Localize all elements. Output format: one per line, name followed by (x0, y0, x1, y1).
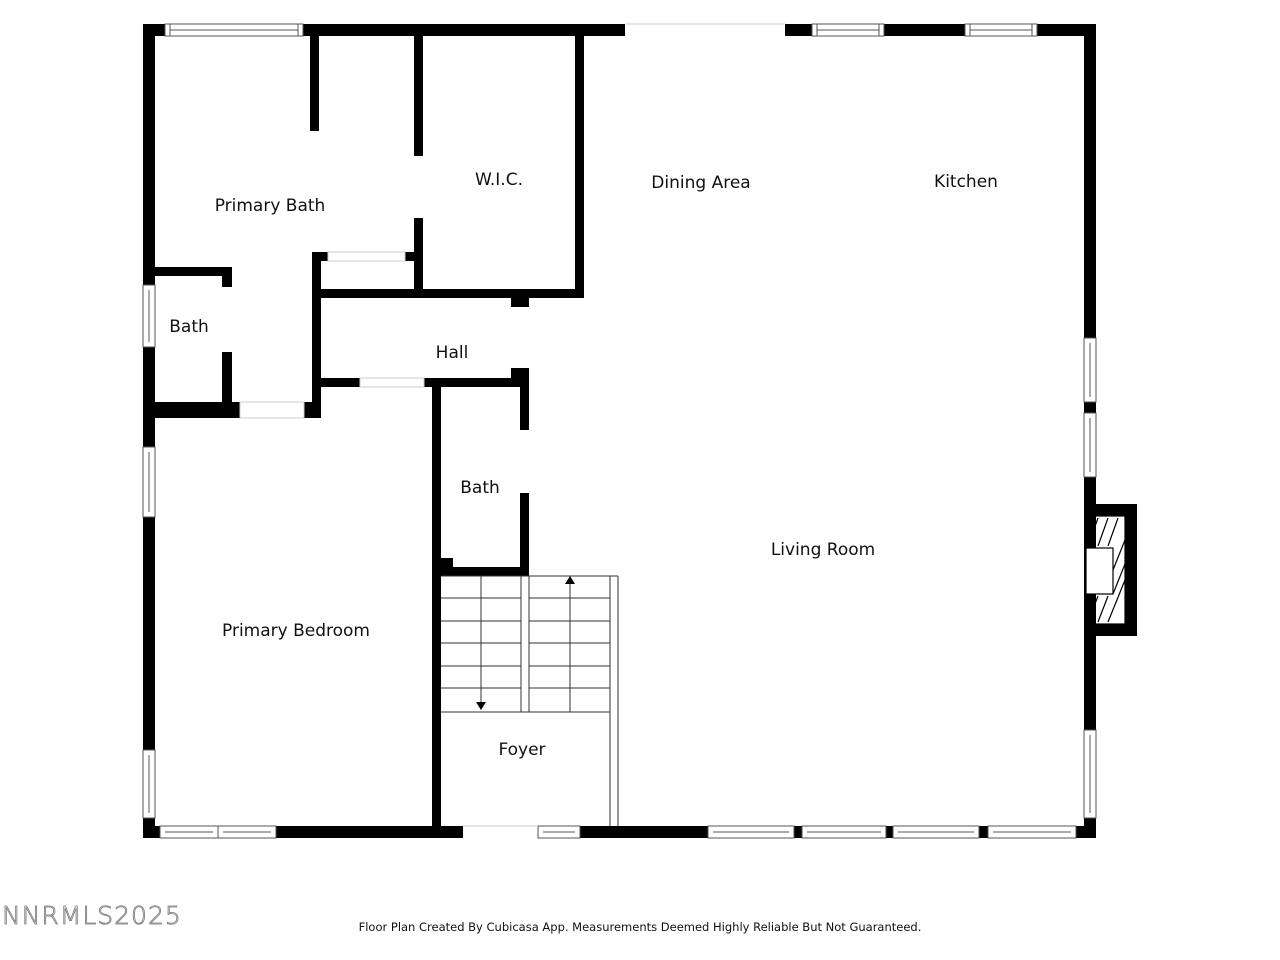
room-label-foyer: Foyer (498, 740, 546, 760)
room-label-primary-bedroom: Primary Bedroom (222, 621, 370, 641)
room-label-primary-bath: Primary Bath (214, 196, 326, 216)
exterior-walls (143, 24, 1137, 838)
mls-watermark: NNRMLS2025 (2, 901, 182, 931)
fireplace (1085, 515, 1126, 625)
room-label-wic: W.I.C. (475, 170, 523, 190)
stair-up-arrow-icon (565, 576, 575, 584)
room-label-dining-area: Dining Area (651, 173, 751, 193)
room-label-bath-center: Bath (460, 478, 500, 498)
stair-down-arrow-icon (476, 702, 486, 710)
staircase (441, 575, 619, 826)
interior-walls (155, 36, 584, 828)
door-openings (239, 23, 785, 827)
room-label-bath-left: Bath (169, 317, 209, 337)
room-label-kitchen: Kitchen (934, 172, 998, 192)
footer-disclaimer: Floor Plan Created By Cubicasa App. Meas… (358, 920, 922, 934)
room-label-hall: Hall (435, 343, 469, 363)
room-label-living-room: Living Room (770, 540, 876, 560)
windows (142, 23, 1097, 839)
